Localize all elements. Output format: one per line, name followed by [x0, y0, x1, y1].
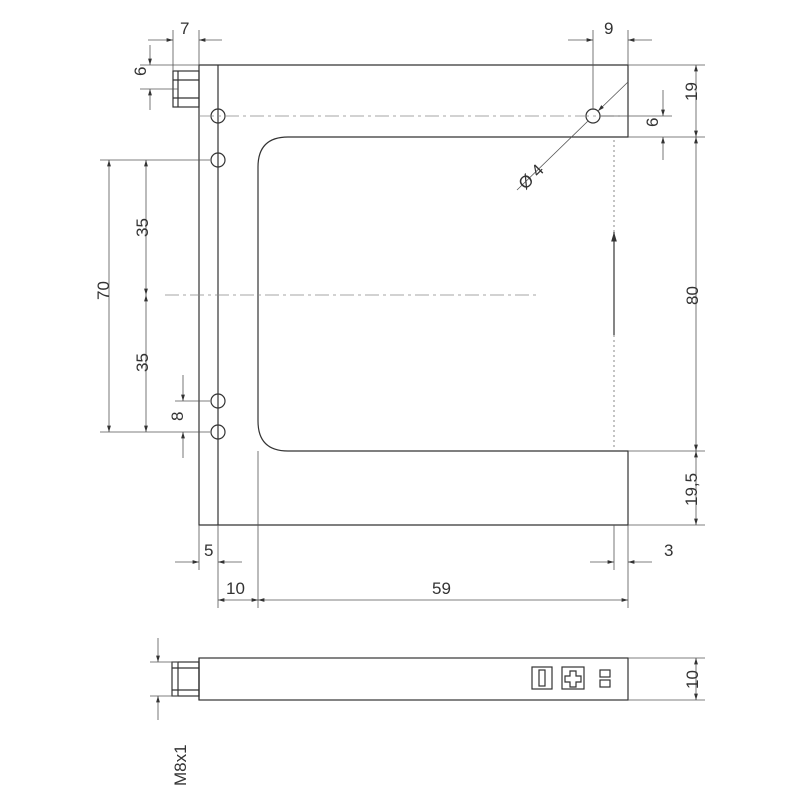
dim-thread: M8x1: [171, 744, 190, 786]
dim-top-step: 6: [643, 118, 662, 127]
dim-lower-half: 35: [133, 353, 152, 372]
fork-sensor-outline: [198, 64, 629, 526]
side-view: 10 M8x1: [150, 638, 705, 786]
dim-upper-half: 35: [133, 218, 152, 237]
dim-connector-height: 6: [131, 67, 150, 76]
dim-slot-depth: 80: [683, 286, 702, 305]
dim-right-edge: 3: [664, 541, 673, 560]
led-indicator-icon: [599, 669, 611, 688]
dim-slot-width: 59: [432, 579, 451, 598]
dim-hole-row-top: 19: [682, 82, 701, 101]
minus-button-icon: [531, 666, 553, 690]
dim-thickness: 10: [683, 670, 702, 689]
dim-connector-offset: 7: [180, 19, 189, 38]
dim-left-edge: 5: [204, 541, 213, 560]
mount-hole-lower: [210, 393, 226, 409]
dim-bottom-leg: 19,5: [682, 473, 701, 506]
dim-total-span: 70: [94, 281, 113, 300]
mount-hole-bottom: [210, 424, 226, 440]
dim-back-width: 10: [226, 579, 245, 598]
dim-hole-spacing: 8: [168, 412, 187, 421]
dim-hole-offset-right: 9: [604, 19, 613, 38]
mount-hole-upper: [210, 152, 226, 168]
front-view: 7 6 9 19 6 Ø 4 70: [94, 19, 705, 608]
plus-button-icon: [561, 666, 585, 690]
side-connector: [171, 661, 200, 697]
side-body: [198, 657, 629, 701]
